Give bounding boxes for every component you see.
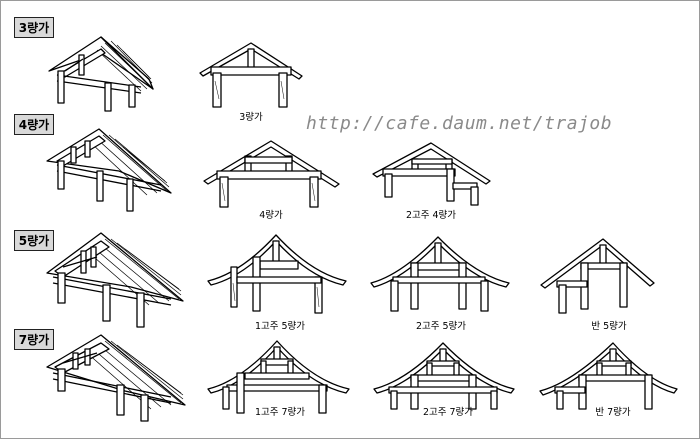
caption-half-5-purlin: 반 5량가: [591, 321, 627, 332]
perspective-3-purlin: [48, 36, 154, 112]
caption-2-high-column-5-purlin: 2고주 5량가: [415, 321, 467, 332]
caption-half-7-purlin: 반 7량가: [595, 407, 631, 418]
caption-1-high-column-7-purlin: 1고주 7량가: [254, 407, 306, 418]
caption-2-high-column-7-purlin: 2고주 7량가: [422, 407, 474, 418]
section-1-high-column-7-purlin: [207, 340, 350, 414]
section-2-high-column-5-purlin: [370, 236, 510, 312]
row-label-7-purlin: 7량가: [14, 329, 54, 350]
caption-1-high-column-5-purlin: 1고주 5량가: [254, 321, 306, 332]
section-4-purlin: [203, 140, 340, 208]
row-label-5-purlin: 5량가: [14, 230, 54, 251]
perspective-5-purlin: [46, 232, 184, 328]
section-2-high-column-4-purlin: [372, 142, 491, 206]
caption-2-high-column-4-purlin: 2고주 4량가: [405, 210, 457, 221]
section-half-7-purlin: [539, 342, 678, 410]
section-1-high-column-5-purlin: [207, 234, 347, 314]
perspective-4-purlin: [46, 128, 172, 212]
row-label-3-purlin: 3량가: [14, 17, 54, 38]
section-half-5-purlin: [540, 238, 655, 314]
perspective-7-purlin: [46, 334, 186, 422]
section-2-high-column-7-purlin: [373, 342, 515, 410]
section-3-purlin: [199, 42, 303, 108]
caption-3-purlin: 3량가: [239, 112, 263, 123]
row-label-4-purlin: 4량가: [14, 114, 54, 135]
caption-4-purlin: 4량가: [259, 210, 283, 221]
watermark-url: http://cafe.daum.net/trajob: [306, 113, 613, 134]
